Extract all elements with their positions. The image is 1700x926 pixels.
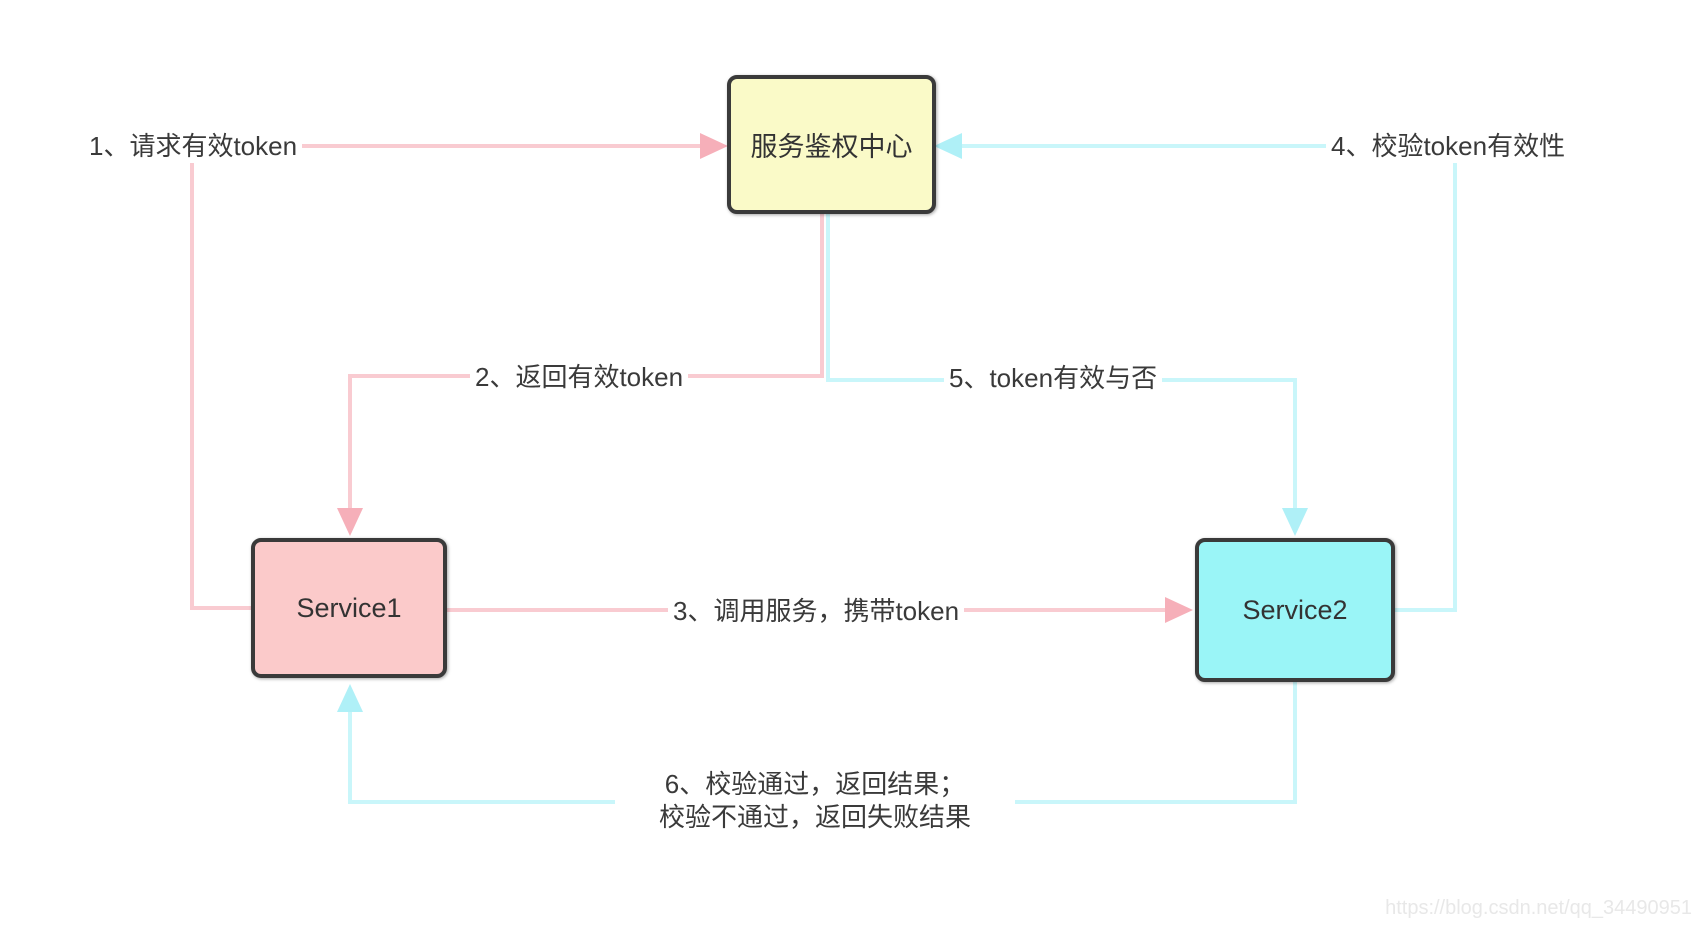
node-service1-label: Service1 — [296, 592, 402, 623]
edge1-bottom-line — [190, 606, 251, 610]
edge1-top-line — [190, 144, 700, 148]
edge6-left-line — [348, 712, 352, 804]
edge6-label: 6、校验通过，返回结果； 校验不通过，返回失败结果 — [615, 768, 1015, 834]
node-service1: Service1 — [251, 538, 447, 678]
edge4-label: 4、校验token有效性 — [1326, 129, 1571, 163]
node-auth-center-label: 服务鉴权中心 — [750, 132, 913, 162]
edge2-arrowhead-icon — [337, 508, 363, 536]
edge2-label: 2、返回有效token — [470, 360, 689, 394]
edge1-label: 1、请求有效token — [84, 129, 303, 163]
edge5-arrowhead-icon — [1282, 508, 1308, 536]
edge5-vertical-line — [1293, 378, 1297, 508]
edge2-drop-line — [820, 214, 824, 378]
edge3-arrowhead-icon — [1165, 597, 1193, 623]
edge6-label-line2: 校验不通过，返回失败结果 — [658, 802, 971, 832]
edge2-vertical-line — [348, 374, 352, 508]
node-service2: Service2 — [1195, 538, 1395, 682]
edge4-bottom-line — [1395, 608, 1457, 612]
node-service2-label: Service2 — [1242, 594, 1348, 625]
node-auth-center: 服务鉴权中心 — [727, 75, 936, 214]
edge4-top-line — [962, 144, 1457, 148]
edge4-arrowhead-icon — [934, 133, 962, 159]
edge1-vertical-line — [190, 146, 194, 610]
edge6-label-line1: 6、校验通过，返回结果； — [664, 769, 966, 799]
edge5-label: 5、token有效与否 — [944, 361, 1163, 395]
edge5-drop-line — [826, 214, 830, 382]
edge4-vertical-line — [1453, 144, 1457, 612]
edge1-arrowhead-icon — [700, 133, 728, 159]
edge6-arrowhead-icon — [337, 684, 363, 712]
watermark-url: https://blog.csdn.net/qq_34490951 — [1385, 897, 1692, 919]
edge3-label: 3、调用服务，携带token — [668, 594, 965, 628]
edge6-right-line — [1293, 682, 1297, 804]
